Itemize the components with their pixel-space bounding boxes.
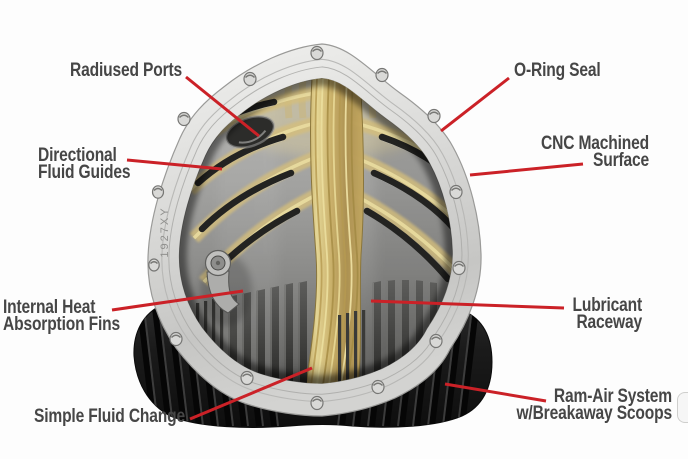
callout-cnc-machined-surface: CNC Machined Surface [524,133,649,171]
bolt-hole [452,260,466,276]
bolt-hole [243,71,257,87]
leader-line-radiused-ports [185,75,260,138]
bolt-hole [310,45,324,61]
callout-o-ring-seal: O-Ring Seal [514,60,601,81]
callout-label: Fluid Guides [38,161,131,183]
leader-line-simple-fluid-change [189,366,313,421]
callout-directional-fluid-guides: Directional Fluid Guides [38,145,131,183]
callout-label: Internal Heat [3,297,96,318]
leader-line-ram-air-system [444,382,547,403]
callout-label: O-Ring Seal [514,60,601,81]
bolt-hole [371,379,385,395]
callout-label: Directional [38,145,117,166]
bolt-hole [429,333,443,349]
leader-line-cnc-machined-surface [469,162,584,177]
bolt-hole [151,185,165,199]
callout-label: Absorption Fins [3,313,120,335]
callout-label: Simple Fluid Change [34,406,185,427]
callout-lubricant-raceway: Lubricant Raceway [542,295,642,333]
callout-radiused-ports: Radiused Ports [66,60,182,81]
callout-label: CNC Machined [541,133,649,154]
bolt-hole [375,67,389,83]
bolt-hole [427,108,441,124]
callout-simple-fluid-change: Simple Fluid Change [34,406,185,427]
part-marking-text: 1927XY [159,206,171,257]
leader-line-directional-fluid-guides [126,158,223,171]
bolt-hole [148,258,160,272]
right-edge-partial-button[interactable] [677,392,688,423]
bolt-hole [240,370,254,386]
callout-label: w/Breakaway Scoops [516,402,672,424]
callout-label: Surface [592,149,649,171]
flange-bolt-holes [148,45,466,411]
leader-line-lubricant-raceway [370,299,565,310]
leader-lines [111,75,584,421]
callout-label: Lubricant [572,295,642,316]
bolt-hole [177,111,191,127]
leader-line-internal-heat-absorption-fins [111,289,244,312]
drain-lever [200,249,252,326]
leader-line-o-ring-seal [440,76,510,133]
bolt-hole [449,184,463,200]
flange-groove-inner [168,66,463,395]
bolt-hole [310,395,324,411]
callout-internal-heat-absorption-fins: Internal Heat Absorption Fins [3,297,120,335]
bolt-hole [169,331,183,347]
callout-ram-air-system: Ram-Air System w/Breakaway Scoops [515,386,672,424]
callout-label: Radiused Ports [70,60,182,81]
callout-label: Raceway [576,311,642,333]
callout-label: Ram-Air System [553,386,672,407]
